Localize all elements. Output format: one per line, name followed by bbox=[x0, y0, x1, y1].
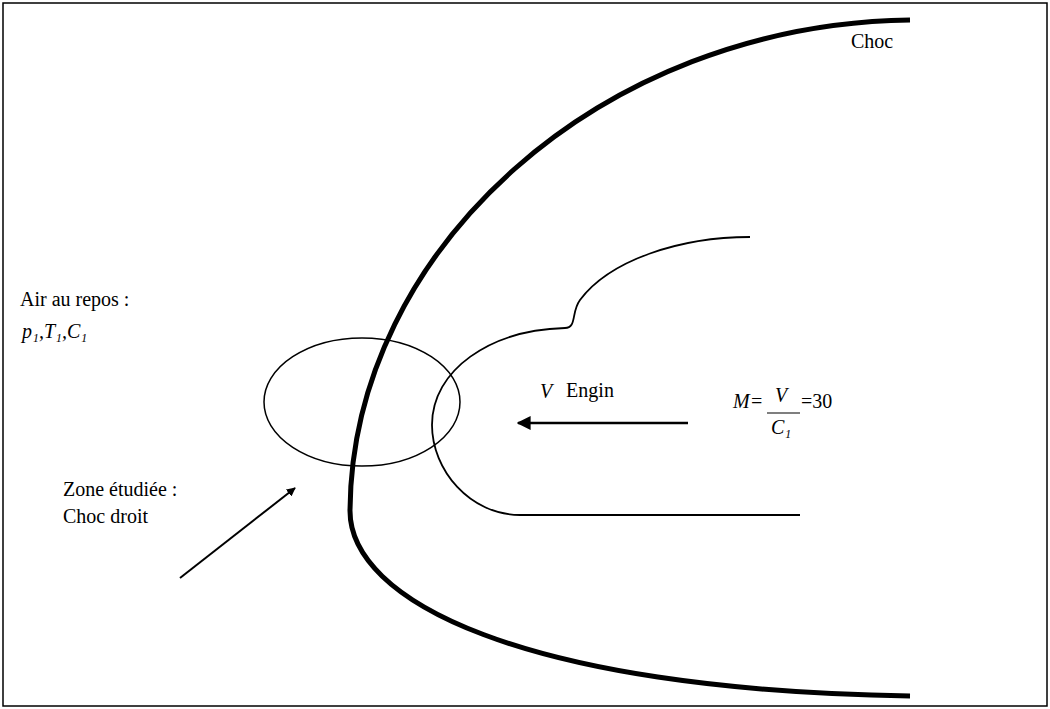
zone-label: Choc droit bbox=[63, 505, 148, 527]
fraction-denominator: C₁ bbox=[771, 416, 791, 438]
mach-symbol: M= bbox=[733, 390, 763, 412]
leader-arrow bbox=[180, 488, 295, 578]
state-variables: p₁,T₁,C₁ bbox=[22, 320, 87, 342]
zone-label: Zone étudiée : bbox=[63, 478, 177, 500]
frame bbox=[3, 3, 1047, 706]
vehicle-shape: Engin bbox=[425, 228, 815, 523]
velocity-label: V bbox=[540, 380, 552, 402]
state-label: Air au repos : bbox=[20, 288, 129, 310]
vehicle-outline bbox=[425, 228, 815, 523]
mach-value: =30 bbox=[801, 390, 832, 412]
fraction-bar bbox=[767, 412, 800, 413]
vehicle-outline-path bbox=[432, 237, 800, 515]
shock-label: Choc bbox=[851, 30, 893, 52]
vehicle-label: Engin bbox=[566, 379, 614, 401]
fraction-numerator: V bbox=[775, 384, 787, 406]
study-zone-ellipse bbox=[264, 338, 460, 466]
velocity-arrow bbox=[518, 422, 688, 425]
